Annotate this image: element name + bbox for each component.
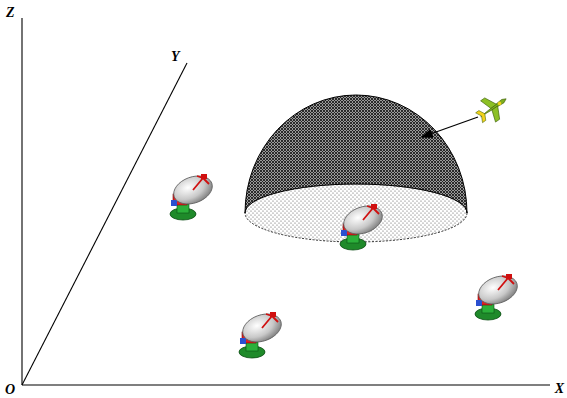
axis-label: Y <box>171 49 180 64</box>
axis-label: Z <box>6 5 15 20</box>
axis-label-slot: Y <box>171 47 180 65</box>
axis-label-slot: O <box>5 380 15 398</box>
axis-label-slot: X <box>555 379 564 397</box>
coordinate-axes <box>22 18 550 385</box>
axis-label: X <box>555 381 564 396</box>
axis-label-slot: Z <box>6 3 15 21</box>
aircraft-symbol <box>472 88 514 128</box>
axis-label: O <box>5 382 15 397</box>
approach-arrow <box>422 117 478 137</box>
